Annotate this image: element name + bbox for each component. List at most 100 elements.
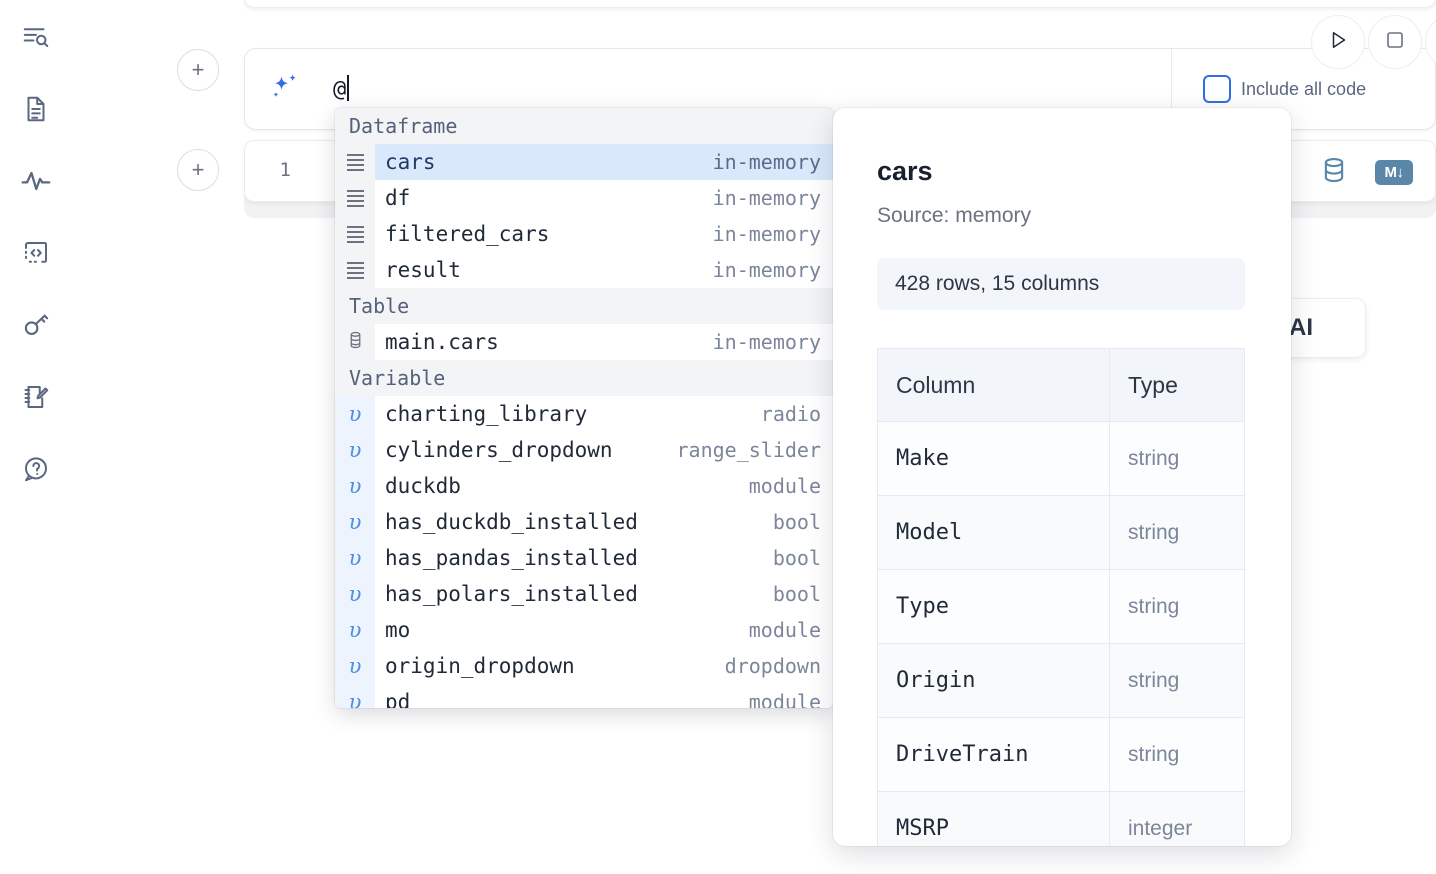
sidebar-item-scratchpad[interactable] xyxy=(14,375,58,419)
schema-column-type: string xyxy=(1109,422,1245,496)
database-icon xyxy=(347,330,364,354)
item-icon-gutter: υ xyxy=(335,396,375,432)
sidebar-item-help[interactable] xyxy=(14,447,58,491)
variable-icon: υ xyxy=(348,690,362,708)
autocomplete-item[interactable]: υ charting_library radio xyxy=(335,396,833,432)
key-icon xyxy=(21,310,51,340)
completion-info-panel: cars Source: memory 428 rows, 15 columns… xyxy=(833,108,1291,846)
item-icon-gutter: υ xyxy=(335,432,375,468)
info-source: Source: memory xyxy=(877,204,1032,227)
previous-cell-stub xyxy=(244,0,1436,8)
autocomplete-item-name: main.cars xyxy=(385,330,499,354)
item-icon-gutter: υ xyxy=(335,684,375,708)
add-cell-below-button[interactable]: + xyxy=(177,149,219,191)
autocomplete-item-name: result xyxy=(385,258,461,282)
variable-icon: υ xyxy=(348,582,362,606)
sidebar-item-variables[interactable] xyxy=(14,159,58,203)
autocomplete-item-name: has_duckdb_installed xyxy=(385,510,638,534)
autocomplete-item[interactable]: υ has_pandas_installed bool xyxy=(335,540,833,576)
autocomplete-item-name: df xyxy=(385,186,411,210)
run-button[interactable] xyxy=(1311,15,1365,69)
autocomplete-item[interactable]: υ cylinders_dropdown range_slider xyxy=(335,432,833,468)
info-shape-badge: 428 rows, 15 columns xyxy=(877,258,1245,310)
database-icon[interactable] xyxy=(1319,155,1349,190)
outline-search-icon xyxy=(21,23,51,53)
variable-icon: υ xyxy=(348,474,362,498)
autocomplete-item-name: cars xyxy=(385,150,436,174)
sidebar-item-notebook[interactable] xyxy=(14,87,58,131)
checkbox-icon[interactable] xyxy=(1203,75,1231,103)
autocomplete-item-meta: dropdown xyxy=(724,654,821,678)
autocomplete-item-meta: in-memory xyxy=(712,258,821,282)
plus-icon: + xyxy=(191,157,205,182)
sidebar-item-secrets[interactable] xyxy=(14,303,58,347)
autocomplete-item-name: has_pandas_installed xyxy=(385,546,638,570)
help-chat-icon xyxy=(21,454,51,484)
autocomplete-item-name: duckdb xyxy=(385,474,461,498)
lines-icon xyxy=(346,153,364,171)
play-icon xyxy=(1326,28,1350,57)
schema-column-name: Type xyxy=(877,570,1109,644)
document-icon xyxy=(21,94,51,124)
variable-icon: υ xyxy=(348,618,362,642)
schema-column-type: string xyxy=(1109,570,1245,644)
item-icon-gutter: υ xyxy=(335,504,375,540)
variable-icon: υ xyxy=(348,654,362,678)
autocomplete-item-name: cylinders_dropdown xyxy=(385,438,613,462)
schema-column-type: string xyxy=(1109,644,1245,718)
line-number: 1 xyxy=(279,159,291,181)
notebook-pencil-icon xyxy=(21,382,51,412)
autocomplete-item-meta: in-memory xyxy=(712,330,821,354)
item-icon-gutter xyxy=(335,252,375,288)
cell-type-icons: M↓ xyxy=(1319,155,1413,190)
autocomplete-item-name: filtered_cars xyxy=(385,222,550,246)
schema-column-name: Model xyxy=(877,496,1109,570)
autocomplete-item-meta: module xyxy=(748,474,821,498)
sidebar-item-snippets[interactable] xyxy=(14,231,58,275)
stop-button[interactable] xyxy=(1368,15,1422,69)
markdown-icon[interactable]: M↓ xyxy=(1375,160,1413,185)
autocomplete-item-meta: range_slider xyxy=(676,438,822,462)
include-all-code-toggle[interactable]: Include all code xyxy=(1203,75,1366,103)
autocomplete-item[interactable]: main.cars in-memory xyxy=(335,324,833,360)
item-icon-gutter: υ xyxy=(335,540,375,576)
sidebar-item-explore[interactable] xyxy=(14,16,58,60)
autocomplete-item[interactable]: df in-memory xyxy=(335,180,833,216)
autocomplete-item-meta: bool xyxy=(772,546,821,570)
lines-icon xyxy=(346,189,364,207)
sidebar-rail xyxy=(0,0,72,874)
item-icon-gutter: υ xyxy=(335,648,375,684)
variable-icon: υ xyxy=(348,438,362,462)
autocomplete-item-name: charting_library xyxy=(385,402,588,426)
autocomplete-item-meta: in-memory xyxy=(712,186,821,210)
ai-prompt-input[interactable]: @ xyxy=(333,75,350,102)
autocomplete-item-meta: bool xyxy=(772,582,821,606)
schema-column-name: Make xyxy=(877,422,1109,496)
column-header-column: Column xyxy=(877,348,1109,422)
lines-icon xyxy=(346,261,364,279)
autocomplete-item-meta: module xyxy=(748,618,821,642)
schema-column-name: MSRP xyxy=(877,792,1109,846)
schema-column-type: string xyxy=(1109,496,1245,570)
add-cell-above-button[interactable]: + xyxy=(177,49,219,91)
sparkles-icon xyxy=(267,71,303,107)
autocomplete-item-meta: radio xyxy=(760,402,821,426)
column-header-type: Type xyxy=(1109,348,1245,422)
autocomplete-group-header: Variable xyxy=(335,360,833,396)
autocomplete-item[interactable]: result in-memory xyxy=(335,252,833,288)
code-brackets-icon xyxy=(21,238,51,268)
